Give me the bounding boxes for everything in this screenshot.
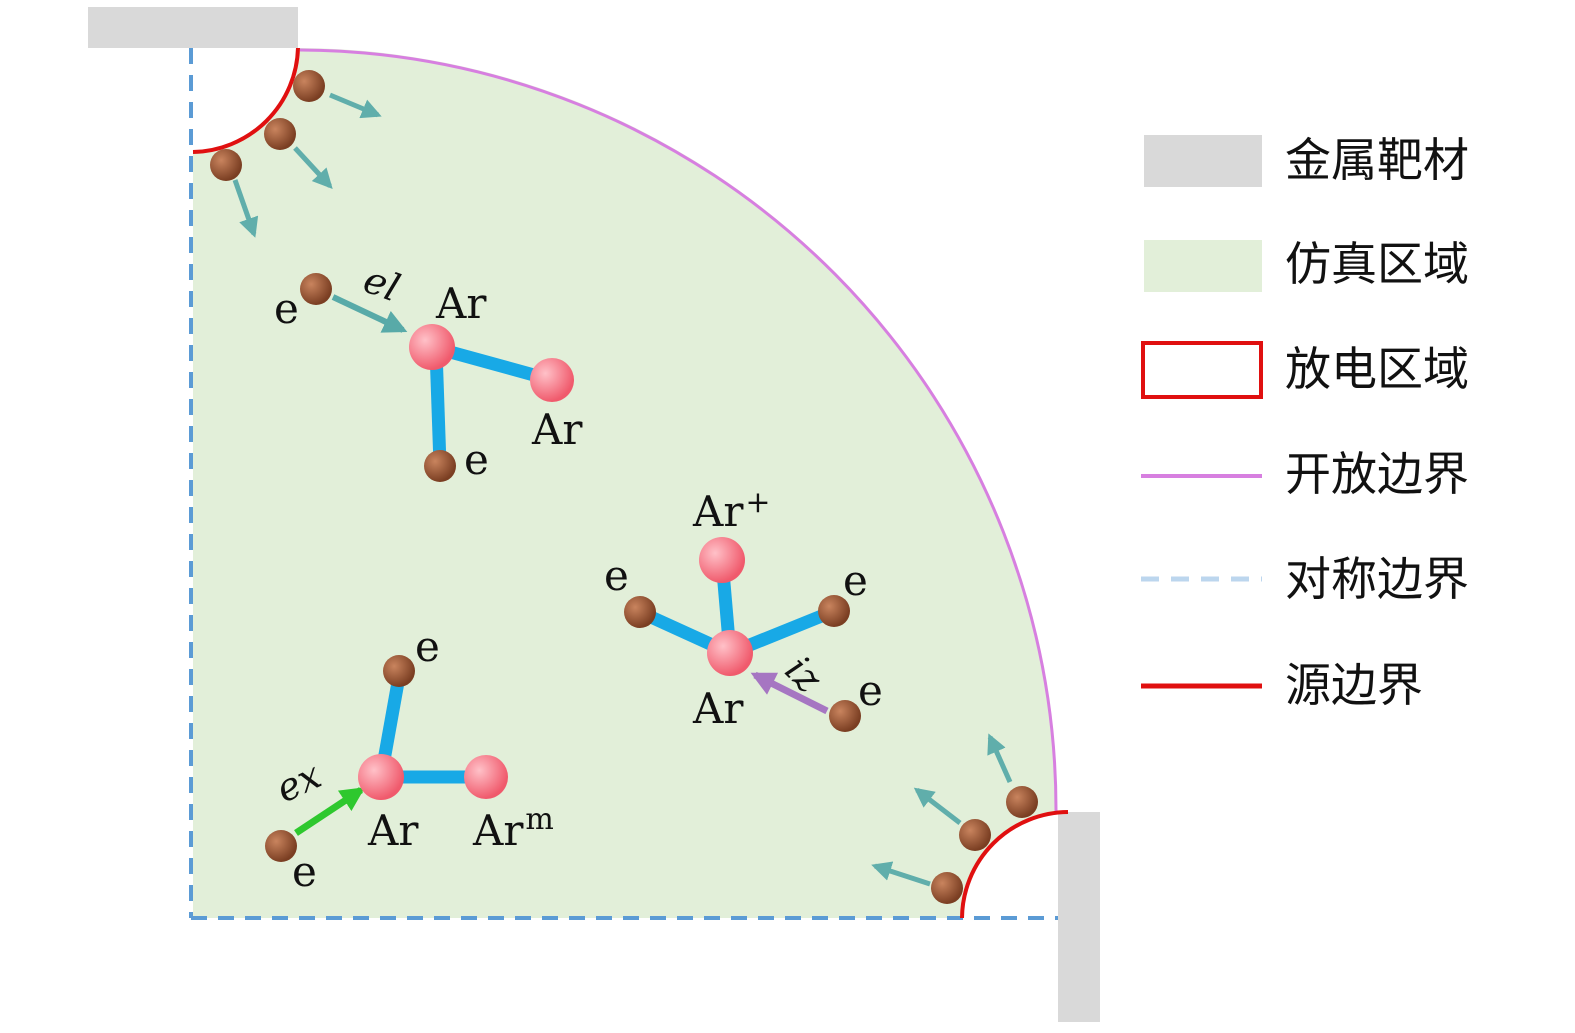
legend-swatch-target <box>1144 135 1262 187</box>
metal-target-top <box>88 7 298 48</box>
label-electron-left: e <box>604 551 629 600</box>
argon-atom <box>409 324 455 370</box>
argon-ion <box>699 537 745 583</box>
arrow-el <box>331 294 408 333</box>
source-boundary-bottom <box>960 810 1069 919</box>
legend-label-sym: 对称边界 <box>1285 552 1469 606</box>
excitation-collision: e ex e Ar Arm <box>265 622 554 896</box>
legend-label-sim: 仿真区域 <box>1285 237 1469 291</box>
source-boundary-top <box>192 47 300 154</box>
label-electron-in: e <box>858 666 883 715</box>
label-electron-top: e <box>415 622 440 671</box>
open-boundary <box>299 48 1058 813</box>
legend-label-source: 源边界 <box>1285 658 1423 712</box>
emitted-electrons-top <box>210 70 325 181</box>
electron <box>818 595 850 627</box>
argon-atom <box>707 630 753 676</box>
legend-label-discharge: 放电区域 <box>1285 342 1469 396</box>
label-ion: Ar+ <box>692 485 771 536</box>
arrow-iz <box>750 671 829 715</box>
emitted-electrons-bottom <box>931 786 1038 904</box>
arrow-ex <box>294 787 366 836</box>
label-atom-ar: Ar <box>367 806 419 855</box>
emission-arrows-bottom <box>871 733 1013 887</box>
legend-label-open: 开放边界 <box>1285 447 1469 501</box>
electron <box>624 596 656 628</box>
electron <box>829 700 861 732</box>
argon-metastable <box>464 755 508 799</box>
label-electron-right: e <box>843 556 868 605</box>
label-product-ar: Ar <box>531 405 583 454</box>
elastic-collision: e el Ar Ar e <box>274 257 583 484</box>
emission-arrows-top <box>232 92 382 238</box>
ionization-collision: Ar+ e e iz e Ar <box>604 485 883 733</box>
simulation-region <box>193 48 1057 918</box>
argon-atom <box>358 754 404 800</box>
legend-swatch-discharge <box>1141 341 1263 399</box>
electron <box>424 450 456 482</box>
argon-atom <box>530 358 574 402</box>
label-metastable: Arm <box>472 802 554 855</box>
label-atom-ar: Ar <box>692 684 744 733</box>
electron <box>300 273 332 305</box>
legend-swatch-sim <box>1144 240 1262 292</box>
label-product-electron: e <box>464 435 489 484</box>
metal-target-right <box>1058 812 1100 1022</box>
electron <box>265 830 297 862</box>
label-target-ar: Ar <box>435 279 487 328</box>
label-electron-in: e <box>292 847 317 896</box>
electron <box>383 655 415 687</box>
legend-label-target: 金属靶材 <box>1285 133 1469 187</box>
legend: 金属靶材 仿真区域 放电区域 开放边界 对称边界 源边界 <box>1141 133 1469 712</box>
label-electron-in: e <box>274 284 299 333</box>
